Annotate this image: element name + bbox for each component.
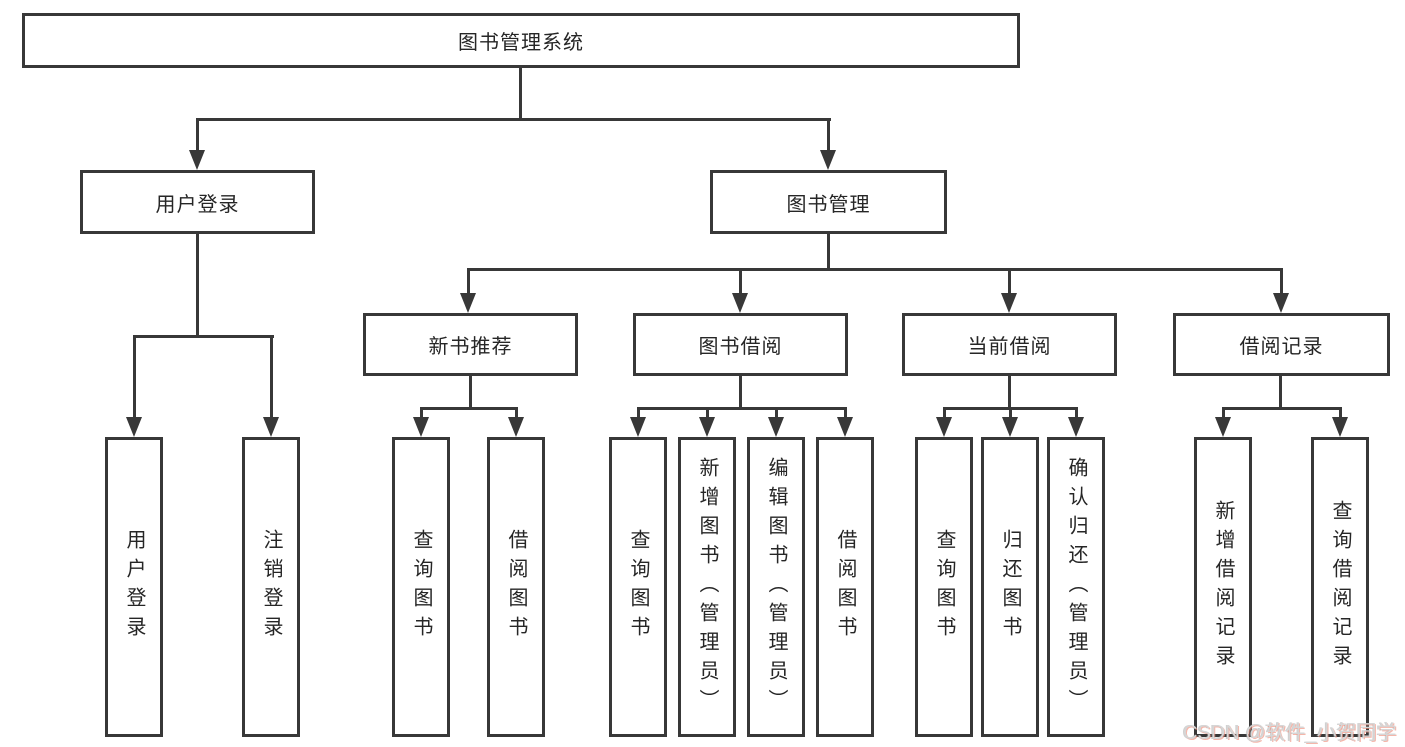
leaf-query-books-newbooks: 查询图书: [392, 437, 450, 737]
connector-line: [775, 407, 778, 419]
leaf-borrow-books-newbooks: 借阅图书: [487, 437, 545, 737]
arrow-down-icon: [630, 417, 646, 437]
connector-line: [1009, 407, 1012, 419]
arrow-down-icon: [820, 150, 836, 170]
connector-line: [1008, 376, 1011, 409]
arrow-down-icon: [1001, 293, 1017, 313]
arrow-down-icon: [732, 293, 748, 313]
arrow-down-icon: [508, 417, 524, 437]
connector-line: [270, 335, 273, 419]
connector-line: [196, 234, 199, 337]
leaf-label: 确认归还（管理员）: [1065, 456, 1087, 718]
node-label: 新书推荐: [428, 336, 513, 358]
arrow-down-icon: [768, 417, 784, 437]
node-root-library-system: 图书管理系统: [22, 13, 1020, 68]
arrow-down-icon: [1215, 417, 1231, 437]
connector-line: [467, 268, 1283, 271]
arrow-down-icon: [699, 417, 715, 437]
node-user-login: 用户登录: [80, 170, 315, 234]
leaf-add-borrow-record: 新增借阅记录: [1194, 437, 1252, 737]
node-label: 当前借阅: [967, 336, 1052, 358]
connector-line: [1008, 268, 1011, 295]
arrow-down-icon: [1332, 417, 1348, 437]
connector-line: [420, 407, 518, 410]
connector-line: [469, 376, 472, 409]
connector-line: [420, 407, 423, 419]
leaf-label: 新增图书（管理员）: [696, 456, 718, 718]
node-label: 图书管理: [786, 193, 871, 216]
arrow-down-icon: [460, 293, 476, 313]
leaf-label: 借阅图书: [834, 529, 856, 645]
leaf-label: 借阅图书: [505, 529, 527, 645]
connector-line: [1222, 407, 1341, 410]
node-label: 借阅记录: [1239, 336, 1324, 358]
csdn-watermark: CSDN @软件_小贺同学: [1183, 722, 1397, 744]
node-label: 图书借阅: [698, 336, 783, 358]
node-book-borrow: 图书借阅: [633, 313, 848, 376]
connector-line: [1280, 268, 1283, 295]
connector-line: [943, 407, 946, 419]
leaf-query-books-borrow: 查询图书: [609, 437, 667, 737]
node-borrow-records: 借阅记录: [1173, 313, 1390, 376]
connector-line: [827, 234, 830, 270]
connector-line: [1279, 376, 1282, 409]
leaf-query-borrow-record: 查询借阅记录: [1311, 437, 1369, 737]
arrow-down-icon: [1273, 293, 1289, 313]
connector-line: [844, 407, 847, 419]
leaf-label: 归还图书: [999, 529, 1021, 645]
leaf-add-books-admin: 新增图书（管理员）: [678, 437, 736, 737]
arrow-down-icon: [263, 417, 279, 437]
arrow-down-icon: [1068, 417, 1084, 437]
leaf-user-login: 用户登录: [105, 437, 163, 737]
leaf-query-books-current: 查询图书: [915, 437, 973, 737]
leaf-logout: 注销登录: [242, 437, 300, 737]
arrow-down-icon: [413, 417, 429, 437]
leaf-label: 查询图书: [627, 529, 649, 645]
leaf-label: 新增借阅记录: [1212, 500, 1234, 674]
node-book-management: 图书管理: [710, 170, 947, 234]
arrow-down-icon: [126, 417, 142, 437]
connector-line: [196, 118, 199, 152]
node-label: 用户登录: [155, 193, 240, 216]
arrow-down-icon: [189, 150, 205, 170]
node-current-borrow: 当前借阅: [902, 313, 1117, 376]
leaf-return-books: 归还图书: [981, 437, 1039, 737]
arrow-down-icon: [837, 417, 853, 437]
connector-line: [739, 376, 742, 409]
connector-line: [467, 268, 470, 295]
node-label: 图书管理系统: [458, 32, 584, 54]
node-new-book-recommend: 新书推荐: [363, 313, 578, 376]
leaf-label: 查询图书: [933, 529, 955, 645]
leaf-label: 查询图书: [410, 529, 432, 645]
leaf-label: 注销登录: [260, 529, 282, 645]
connector-line: [196, 118, 831, 121]
connector-line: [827, 118, 830, 152]
leaf-label: 查询借阅记录: [1329, 500, 1351, 674]
connector-line: [706, 407, 709, 419]
connector-line: [637, 407, 640, 419]
connector-line: [1075, 407, 1078, 419]
leaf-edit-books-admin: 编辑图书（管理员）: [747, 437, 805, 737]
connector-line: [739, 268, 742, 295]
arrow-down-icon: [936, 417, 952, 437]
leaf-borrow-books: 借阅图书: [816, 437, 874, 737]
connector-line: [1222, 407, 1225, 419]
connector-line: [637, 407, 847, 410]
connector-line: [1339, 407, 1342, 419]
connector-line: [133, 335, 136, 419]
leaf-label: 编辑图书（管理员）: [765, 456, 787, 718]
leaf-confirm-return-admin: 确认归还（管理员）: [1047, 437, 1105, 737]
leaf-label: 用户登录: [123, 529, 145, 645]
connector-line: [519, 68, 522, 118]
arrow-down-icon: [1002, 417, 1018, 437]
connector-line: [133, 335, 274, 338]
connector-line: [515, 407, 518, 419]
